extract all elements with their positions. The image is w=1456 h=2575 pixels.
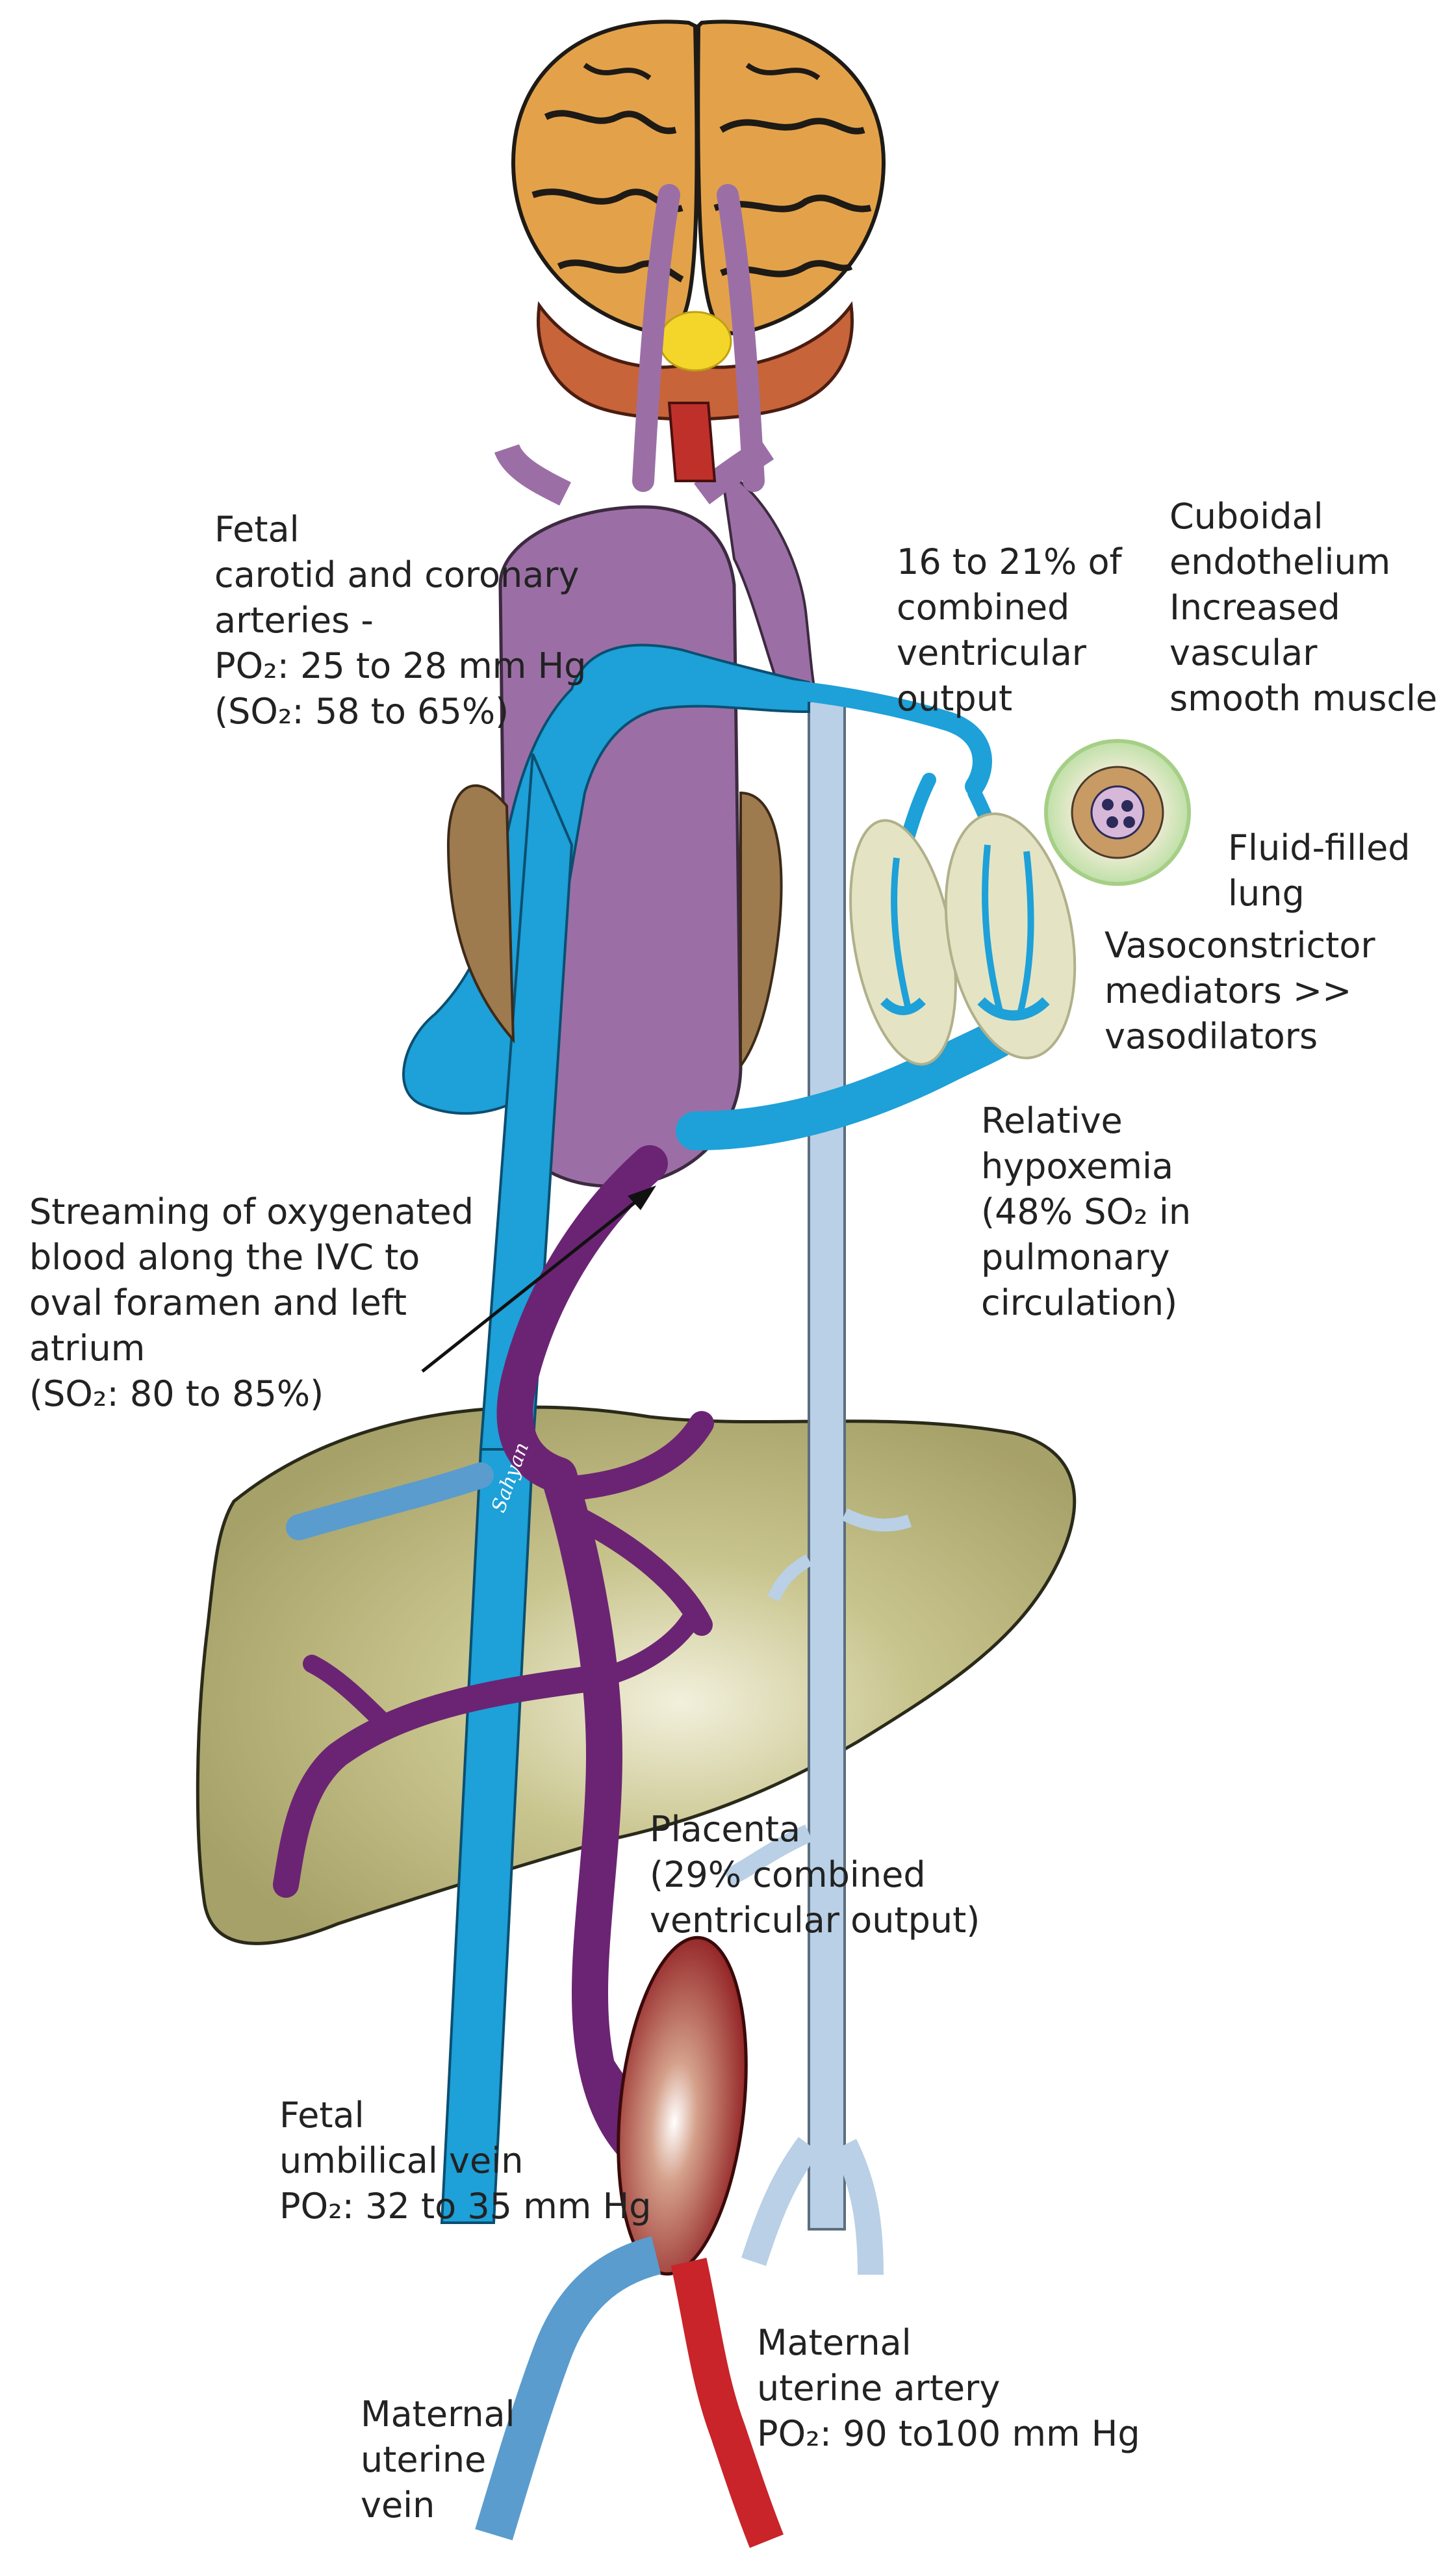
streaming-arrow bbox=[421, 1185, 656, 1373]
maternal-uterine-vein bbox=[475, 2236, 661, 2541]
vessel-cross-section bbox=[1044, 739, 1191, 886]
label-cuboidal-endothelium: Cuboidal endothelium Increased vascular … bbox=[1169, 496, 1438, 719]
label-relative-hypoxemia: Relative hypoxemia (48% SO₂ in pulmonary… bbox=[981, 1100, 1192, 1323]
label-maternal-uterine-artery: Maternal uterine artery PO₂: 90 to100 mm… bbox=[757, 2322, 1140, 2454]
right-atrium bbox=[446, 784, 515, 1044]
lungs bbox=[849, 812, 1077, 1066]
label-fetal-umbilical-vein: Fetal umbilical vein PO₂: 32 to 35 mm Hg bbox=[279, 2095, 652, 2227]
label-streaming-oxygenated-blood: Streaming of oxygenated blood along the … bbox=[29, 1191, 474, 1414]
brain bbox=[511, 19, 886, 492]
placenta bbox=[617, 1935, 748, 2276]
label-maternal-uterine-vein: Maternal uterine vein bbox=[361, 2394, 515, 2526]
label-vasoconstrictor: Vasoconstrictor mediators >> vasodilator… bbox=[1105, 925, 1375, 1057]
label-placenta: Placenta (29% combined ventricular outpu… bbox=[650, 1809, 980, 1941]
label-fetal-carotid-arteries: Fetal carotid and coronary arteries - PO… bbox=[214, 509, 587, 732]
label-fluid-filled-lung: Fluid-filled lung bbox=[1228, 827, 1411, 914]
descending-aorta bbox=[723, 688, 912, 2275]
maternal-uterine-artery bbox=[671, 2257, 784, 2548]
label-pulmonary-output: 16 to 21% of combined ventricular output bbox=[897, 541, 1122, 719]
left-atrium bbox=[739, 791, 783, 1070]
